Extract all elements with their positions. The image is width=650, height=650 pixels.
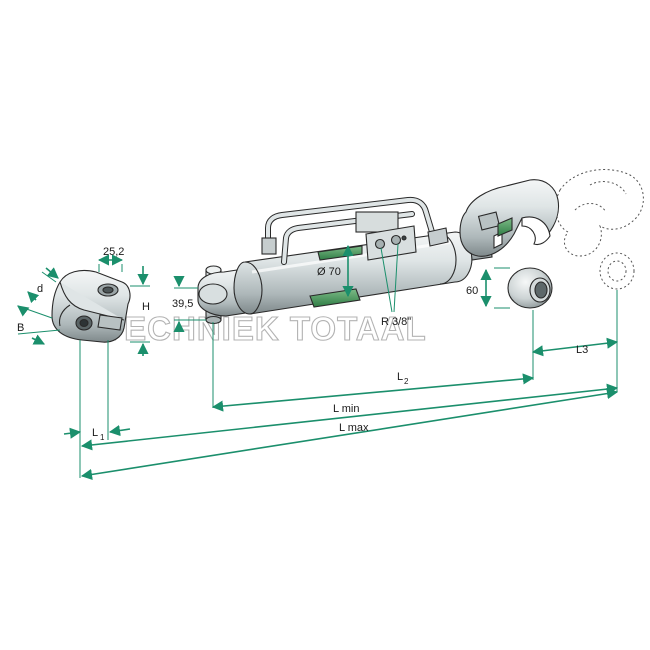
dimension-labels: 25,2 d B H 39,5 Ø 70 R 3/8" 60 L 1 L 2 L…: [17, 246, 588, 442]
label-l3: L3: [576, 344, 588, 356]
rod-and-hook: [459, 179, 560, 261]
dim-b-arrow: [17, 305, 30, 317]
label-port-thread: R 3/8": [381, 316, 411, 328]
ghost-coupling: [555, 169, 644, 290]
dim-d-arrow-2: [27, 291, 40, 304]
label-cylinder-diameter: Ø 70: [317, 266, 341, 278]
label-fork-height: H: [142, 301, 150, 313]
watermark: TECHNIEK TOTAAL: [103, 310, 427, 347]
dim-l1-arrow-right: [108, 424, 131, 437]
fork-end: [51, 269, 131, 343]
dim-lmin-line: [80, 383, 619, 451]
valve-block: [365, 225, 449, 261]
label-l2-sub: 2: [404, 377, 409, 386]
label-l1: L: [92, 427, 98, 439]
label-l1-sub: 1: [100, 433, 105, 442]
label-lmax: L max: [339, 422, 369, 434]
label-pin-diameter: d: [37, 283, 43, 295]
dim-port-leader-1: [380, 247, 393, 313]
label-l2: L: [397, 371, 403, 383]
hydraulic-pipe: [261, 196, 435, 265]
label-pin-height: 39,5: [172, 298, 193, 310]
dimension-arrows: [17, 243, 619, 480]
label-lmin: L min: [333, 403, 360, 415]
label-fork-slot: B: [17, 322, 24, 334]
dim-port-leader-2: [393, 243, 399, 313]
dim-l1-arrow-left: [63, 427, 82, 439]
dim-l3-line: [531, 337, 619, 357]
ball-joint: [507, 267, 553, 309]
label-fork-width: 25,2: [103, 246, 124, 258]
dim-lmax-line: [80, 388, 619, 480]
dim-b-arrow-2: [31, 334, 46, 345]
dim-d-arrow: [45, 267, 59, 279]
label-ball-size: 60: [466, 285, 478, 297]
